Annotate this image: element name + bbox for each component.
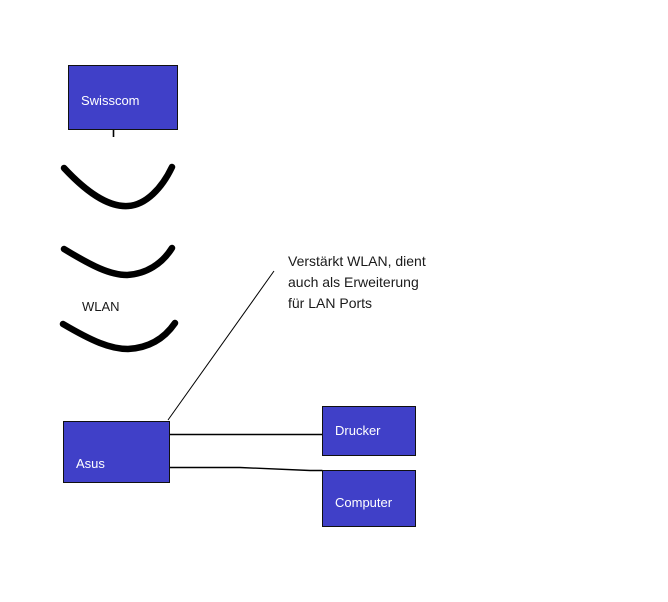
annotation-line-3: für LAN Ports xyxy=(288,295,373,311)
node-computer-label: Computer xyxy=(335,495,393,510)
link-asus-computer xyxy=(169,466,323,472)
node-asus[interactable]: Asus xyxy=(63,421,170,483)
wlan-arc-1 xyxy=(60,163,176,210)
node-drucker[interactable]: Drucker xyxy=(322,406,416,456)
wlan-arc-3 xyxy=(59,319,179,353)
wlan-arc-2 xyxy=(60,244,176,279)
wlan-label: WLAN xyxy=(82,299,120,314)
node-swisscom[interactable]: Swisscom xyxy=(68,65,178,130)
node-asus-label: Asus xyxy=(76,455,105,471)
node-swisscom-label: Swisscom xyxy=(81,93,140,108)
annotation-line-2: auch als Erweiterung xyxy=(288,274,419,290)
node-computer[interactable]: Computer xyxy=(322,470,416,527)
annotation-note: Verstärkt WLAN, dient auch als Erweiteru… xyxy=(288,251,448,314)
annotation-line-1: Verstärkt WLAN, dient xyxy=(288,253,426,269)
annotation-leader-line xyxy=(167,270,275,421)
node-drucker-label: Drucker xyxy=(335,422,381,438)
